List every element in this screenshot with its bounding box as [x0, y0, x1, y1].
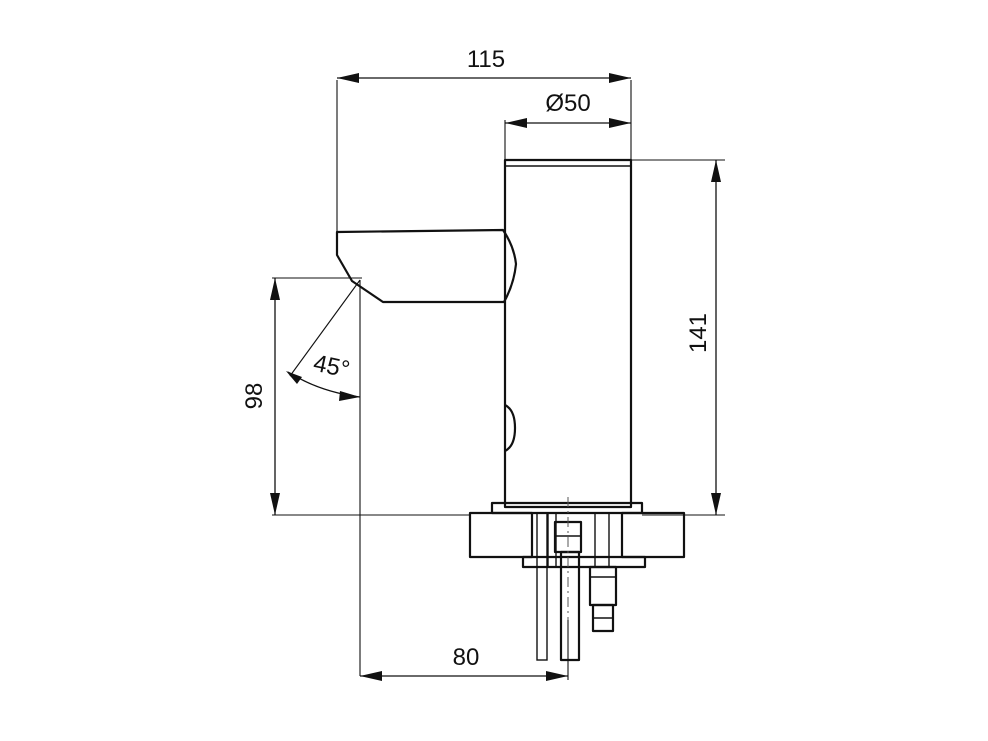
overall-width-label: 115	[467, 46, 505, 73]
dimension-body-diameter: Ø50	[504, 90, 631, 160]
spout-height-label: 98	[241, 383, 268, 410]
deck-section-left	[468, 511, 534, 559]
spout	[335, 228, 518, 304]
valve-body	[588, 565, 618, 607]
angle-leg-line	[289, 279, 361, 377]
spout-reach-label: 80	[453, 644, 480, 671]
dimension-spout-reach: 80	[360, 620, 569, 681]
arrow-80-left	[360, 671, 382, 681]
dimension-spout-height: 98	[241, 277, 470, 516]
arrow-80-right	[546, 671, 568, 681]
mounting-deck	[468, 497, 686, 664]
valve-stem	[594, 512, 610, 568]
body-diameter-label: Ø50	[545, 90, 590, 117]
dimension-spout-angle: 45°	[286, 279, 361, 676]
arrow-115-left	[337, 73, 359, 83]
spout-angle-label: 45°	[311, 350, 352, 384]
arrow-98-bottom	[270, 493, 280, 515]
lock-plate	[521, 555, 647, 569]
deck-section-right	[620, 511, 686, 559]
arrow-141-top	[711, 160, 721, 182]
arrow-141-bottom	[711, 493, 721, 515]
fixing-stud	[536, 512, 548, 661]
arrow-115-right	[609, 73, 631, 83]
dimension-body-height: 141	[631, 159, 725, 516]
arrow-98-top	[270, 278, 280, 300]
body-cylinder	[503, 158, 633, 509]
body-height-label: 141	[685, 313, 712, 353]
dimension-overall-width: 115	[336, 46, 632, 232]
spout-outlet-edge	[336, 254, 353, 282]
arrow-d50-left	[505, 118, 527, 128]
supply-hose	[559, 550, 581, 662]
sensor-window	[504, 404, 517, 452]
arrow-angle-left	[286, 371, 302, 384]
arrow-d50-right	[609, 118, 631, 128]
arrow-angle-right	[339, 391, 360, 401]
faucet-body	[503, 158, 633, 509]
spout-outline	[335, 228, 518, 304]
